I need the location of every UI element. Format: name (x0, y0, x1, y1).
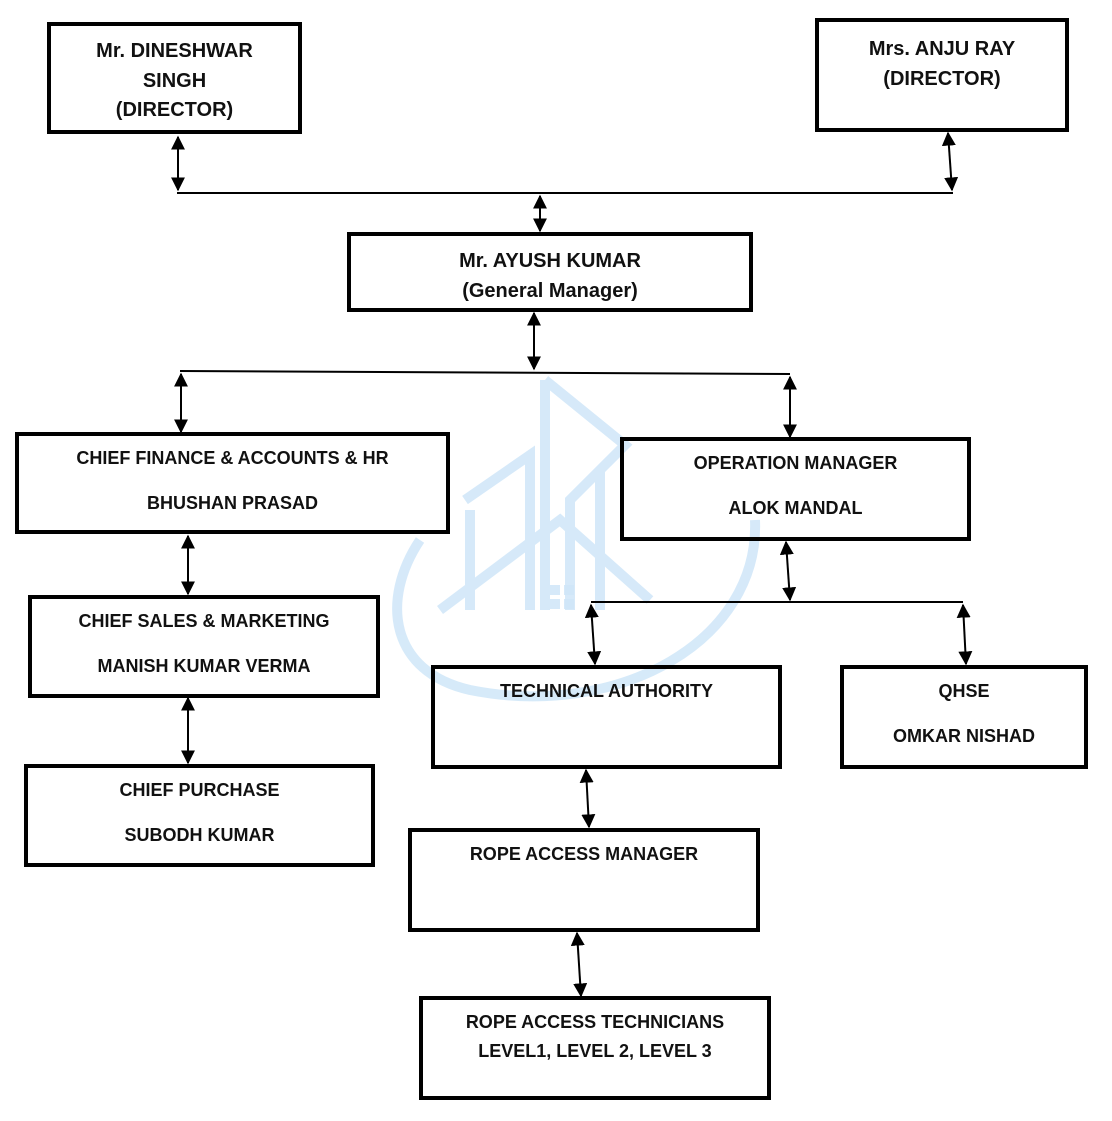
director-dineshwar-title: (DIRECTOR) (115, 99, 234, 121)
rope-access-technicians-role: ROPE ACCESS TECHNICIANS (465, 1012, 725, 1032)
technical-authority-box: TECHNICAL AUTHORITY (431, 665, 782, 769)
qhse-arrow (956, 603, 973, 666)
sales-name: MANISH KUMAR VERMA (97, 656, 311, 676)
operation-manager-name: ALOK MANDAL (728, 498, 863, 518)
operation-manager-box: OPERATION MANAGER ALOK MANDAL (620, 437, 971, 541)
qhse-role: QHSE (938, 681, 990, 701)
director-dineshwar-surname: SINGH (142, 70, 207, 92)
general-manager-title: (General Manager) (462, 280, 638, 302)
technical-arrow (584, 603, 602, 666)
rope-access-technicians-box: ROPE ACCESS TECHNICIANS LEVEL1, LEVEL 2,… (419, 996, 771, 1100)
operation-manager-role: OPERATION MANAGER (693, 453, 898, 473)
finance-name: BHUSHAN PRASAD (146, 493, 318, 513)
sales-role: CHIEF SALES & MARKETING (78, 611, 330, 631)
purchase-role: CHIEF PURCHASE (119, 780, 280, 800)
rope-access-technicians-levels: LEVEL1, LEVEL 2, LEVEL 3 (478, 1041, 712, 1061)
director-anju-box: Mrs. ANJU RAY (DIRECTOR) (815, 18, 1069, 132)
qhse-box: QHSE OMKAR NISHAD (840, 665, 1088, 769)
technical-rope-manager-arrow (579, 768, 596, 829)
operation-down-arrow (779, 540, 797, 602)
finance-role: CHIEF FINANCE & ACCOUNTS & HR (76, 448, 389, 468)
rope-manager-technicians-arrow (570, 931, 588, 998)
department-bus-line (179, 370, 791, 375)
general-manager-box: Mr. AYUSH KUMAR (General Manager) (347, 232, 753, 312)
sales-box: CHIEF SALES & MARKETING MANISH KUMAR VER… (28, 595, 380, 698)
director-anju-title: (DIRECTOR) (883, 68, 1001, 90)
director-dineshwar-name: Mr. DINESHWAR (96, 40, 253, 62)
director-anju-name: Mrs. ANJU RAY (868, 38, 1016, 60)
purchase-box: CHIEF PURCHASE SUBODH KUMAR (24, 764, 375, 867)
purchase-name: SUBODH KUMAR (124, 825, 275, 845)
director-dineshwar-box: Mr. DINESHWAR SINGH (DIRECTOR) (47, 22, 302, 134)
director2-arrow (941, 131, 959, 192)
finance-box: CHIEF FINANCE & ACCOUNTS & HR BHUSHAN PR… (15, 432, 450, 534)
general-manager-name: Mr. AYUSH KUMAR (459, 250, 641, 272)
rope-access-manager-role: ROPE ACCESS MANAGER (469, 844, 699, 864)
technical-authority-role: TECHNICAL AUTHORITY (500, 681, 713, 701)
rope-access-manager-box: ROPE ACCESS MANAGER (408, 828, 760, 932)
qhse-name: OMKAR NISHAD (893, 726, 1035, 746)
